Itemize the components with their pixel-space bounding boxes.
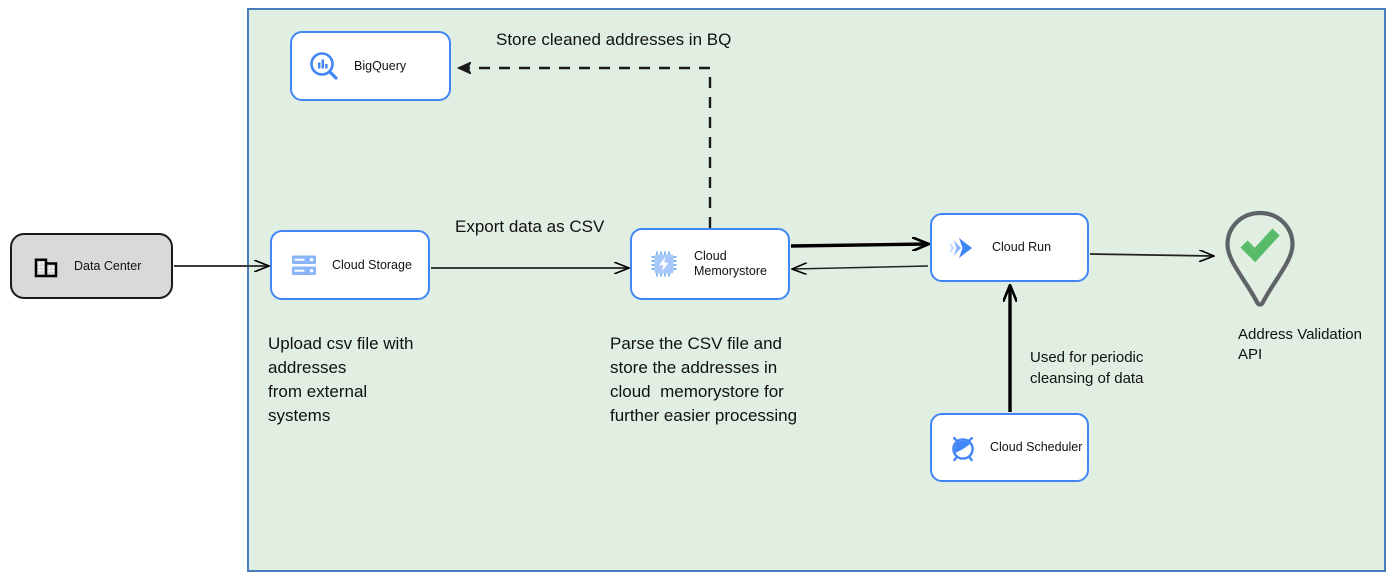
node-cloud-run[interactable]: Cloud Run [930,213,1089,282]
api-label-line2: API [1238,346,1263,363]
node-label-cloud-storage: Cloud Storage [332,257,412,272]
node-label-cloud-scheduler: Cloud Scheduler [990,440,1083,455]
map-pin-check-icon [1225,210,1295,307]
edge-cloudrun-to-memorystore [793,266,929,269]
node-label-data-center: Data Center [74,258,142,273]
memorystore-chip-icon [642,249,686,279]
cloud-run-icon [940,233,986,263]
node-cloud-scheduler[interactable]: Cloud Scheduler [930,413,1089,482]
annotation-parse-note: Parse the CSV file and store the address… [610,334,798,425]
edge-memorystore-to-cloudrun [790,244,928,246]
building-icon [24,251,68,281]
node-address-validation-api[interactable] [1219,209,1301,309]
node-cloud-storage[interactable]: Cloud Storage [270,230,430,300]
memorystore-label-line2: Memorystore [694,264,767,278]
gcp-project-container [247,8,1386,572]
bigquery-icon [302,50,346,82]
cloud-storage-icon [282,250,326,280]
node-data-center[interactable]: Data Center [10,233,173,299]
alarm-clock-icon [940,432,986,464]
node-label-cloud-run: Cloud Run [992,240,1052,255]
node-bigquery[interactable]: BigQuery [290,31,451,101]
edge-label-store-cleaned-addresses: Store cleaned addresses in BQ [496,30,732,49]
edge-cloudrun-to-address-api [1089,254,1213,256]
node-label-bigquery: BigQuery [354,58,407,73]
edge-label-periodic-cleansing: Used for periodic cleansing of data [1030,349,1144,387]
annotation-upload-note: Upload csv file with addresses from exte… [268,334,414,425]
memorystore-label-line1: Cloud [694,249,727,264]
edge-label-export-data-as-csv: Export data as CSV [455,217,605,236]
edge-memorystore-to-bigquery-dashed [458,68,712,228]
api-label-line1: Address Validation [1238,326,1362,343]
